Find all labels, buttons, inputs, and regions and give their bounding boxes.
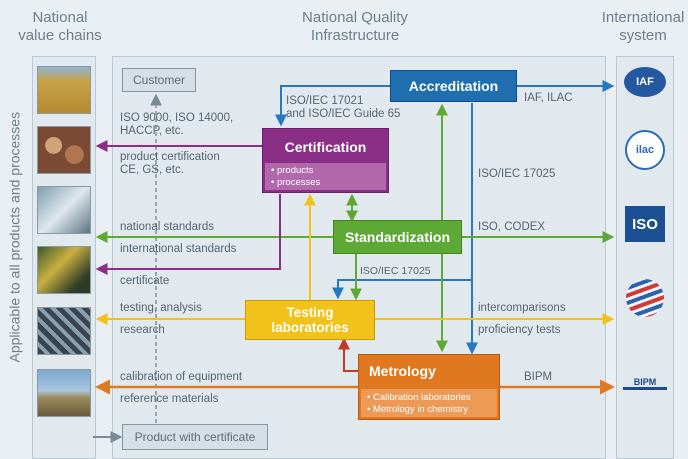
label-calibration: calibration of equipment <box>120 371 243 383</box>
label-line: and ISO/IEC Guide 65 <box>286 108 401 120</box>
label-iso17025-inner: ISO/IEC 17025 <box>360 265 431 277</box>
label-iso9000: ISO 9000, ISO 14000, HACCP, etc. <box>120 112 233 138</box>
testing-title-line: laboratories <box>271 320 349 335</box>
metrology-title: Metrology <box>369 363 436 379</box>
wto-logo <box>622 278 668 318</box>
wto-logo-mark <box>626 279 664 317</box>
iaf-logo: IAF <box>622 62 668 102</box>
label-bipm: BIPM <box>524 371 553 383</box>
label-proficiency-tests: proficiency tests <box>478 324 561 336</box>
label-product-certification: product certification CE, GS, etc. <box>120 151 220 177</box>
construction-site-image <box>37 369 91 417</box>
certification-items-area: • products • processes <box>265 163 386 190</box>
bipm-logo: BIPM <box>622 356 668 396</box>
header-national-value-chains: National value chains <box>0 9 120 45</box>
food-products-image <box>37 126 91 174</box>
testing-title-line: Testing <box>286 305 334 320</box>
label-line: ISO 9000, ISO 14000, <box>120 112 234 124</box>
header-national-quality-infrastructure: National Quality Infrastructure <box>250 9 460 45</box>
product-with-certificate-box: Product with certificate <box>122 424 268 450</box>
iso-logo: ISO <box>622 204 668 244</box>
iso-logo-text: ISO <box>625 206 665 242</box>
label-research: research <box>120 324 165 336</box>
label-iaf-ilac: IAF, ILAC <box>524 92 573 104</box>
label-testing-analysis: testing, analysis <box>120 302 202 314</box>
label-iso-codex: ISO, CODEX <box>478 221 546 233</box>
standardization-title: Standardization <box>344 229 450 245</box>
header-line: value chains <box>18 27 102 44</box>
header-line: system <box>619 27 667 44</box>
accreditation-box: Accreditation <box>390 70 517 102</box>
metrology-item: • Metrology in chemistry <box>367 404 468 415</box>
certification-box: Certification • products • processes <box>262 128 389 193</box>
header-line: National <box>32 9 88 26</box>
label-line: CE, GS, etc. <box>120 164 184 176</box>
iaf-logo-text: IAF <box>624 67 666 97</box>
header-line: Infrastructure <box>310 27 400 44</box>
label-reference-materials: reference materials <box>120 393 219 405</box>
metrology-item: • Calibration laboratories <box>367 392 471 403</box>
certification-title: Certification <box>284 139 367 155</box>
ilac-logo-text: ilac <box>625 130 665 170</box>
label-iso17021: ISO/IEC 17021 and ISO/IEC Guide 65 <box>286 95 400 121</box>
label-line: ISO/IEC 17021 <box>286 95 364 107</box>
label-line: product certification <box>120 151 220 163</box>
label-certificate: certificate <box>120 275 170 287</box>
label-international-standards: international standards <box>120 243 237 255</box>
machinery-image <box>37 246 91 294</box>
testing-samples-image <box>37 307 91 355</box>
label-national-standards: national standards <box>120 221 214 233</box>
label-iso17025: ISO/IEC 17025 <box>478 168 556 180</box>
panel-right <box>616 56 674 459</box>
metrology-box: Metrology • Calibration laboratories • M… <box>358 354 500 420</box>
wheat-field-image <box>37 66 91 114</box>
testing-laboratories-box: Testing laboratories <box>245 300 375 340</box>
bipm-logo-text: BIPM <box>623 363 667 390</box>
accreditation-title: Accreditation <box>408 78 499 94</box>
certification-item: • processes <box>271 177 321 188</box>
header-international-system: International system <box>588 9 688 45</box>
header-line: International <box>601 9 685 26</box>
label-intercomparisons: intercomparisons <box>478 302 566 314</box>
ilac-logo: ilac <box>622 130 668 170</box>
customer-box: Customer <box>122 68 196 92</box>
label-line: HACCP, etc. <box>120 125 184 137</box>
header-line: National Quality <box>302 9 408 26</box>
standardization-box: Standardization <box>333 220 462 254</box>
metrology-items-area: • Calibration laboratories • Metrology i… <box>361 389 497 417</box>
laboratory-image <box>37 186 91 234</box>
certification-item: • products <box>271 165 314 176</box>
